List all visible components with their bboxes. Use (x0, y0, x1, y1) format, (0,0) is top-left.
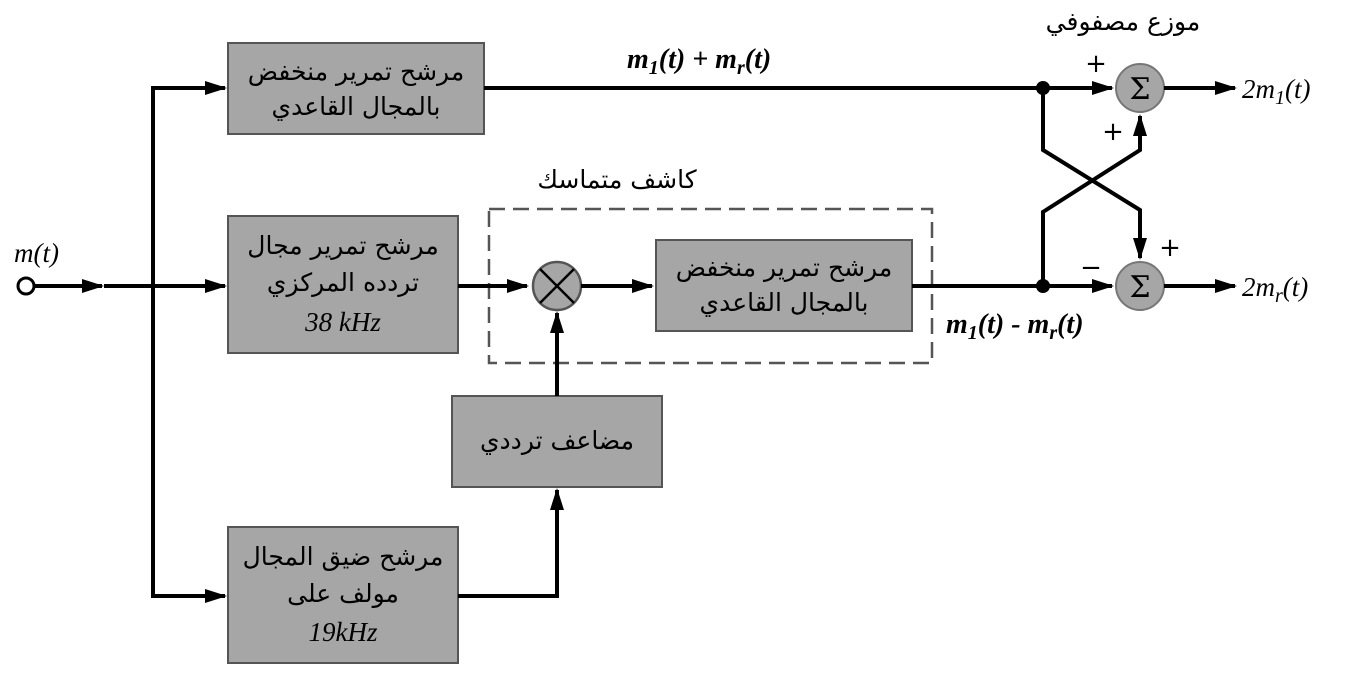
summer-bottom: Σ (1115, 261, 1165, 311)
diff-signal-label: m1(t) - mr(t) (946, 309, 1084, 344)
doubler-block: مضاعف ترددي (451, 395, 663, 488)
narrow-line3: 19kHz (309, 617, 378, 647)
lpf-top-line1: مرشح تمرير منخفض (248, 57, 464, 87)
multiplier-icon (531, 260, 583, 312)
coherent-detector-label: كاشف متماسك (537, 165, 696, 194)
sign-bottom-plus: + (1159, 233, 1181, 263)
bpf-line1: مرشح تمرير مجال (247, 231, 438, 261)
lpf-mid-block: مرشح تمرير منخفض بالمجال القاعدي (655, 239, 913, 332)
sum-signal-label: m1(t) + mr(t) (627, 44, 771, 79)
sign-top-plus2: + (1102, 117, 1124, 147)
lpf-mid-line1: مرشح تمرير منخفض (676, 253, 892, 283)
sign-top-plus: + (1085, 49, 1107, 79)
doubler-label: مضاعف ترددي (480, 426, 634, 455)
sigma-icon: Σ (1129, 72, 1150, 107)
summer-top: Σ (1115, 63, 1165, 113)
wire-cross-up (1041, 114, 1147, 286)
lpf-top-line2: بالمجال القاعدي (272, 92, 441, 121)
narrow-line2: مولف على (287, 579, 399, 608)
output-right-label: 2mr(t) (1242, 272, 1308, 307)
bpf-line2: تردده المركزي (267, 268, 419, 297)
wire-narrow-to-doubler (458, 488, 564, 598)
sigma-icon: Σ (1129, 270, 1150, 305)
input-terminal (16, 276, 36, 296)
input-label: m(t) (14, 238, 59, 268)
sign-bottom-minus: − (1080, 253, 1102, 283)
matrix-label: موزع مصفوفي (1046, 7, 1201, 36)
narrow-19-block: مرشح ضيق المجال مولف على 19kHz (227, 526, 459, 664)
lpf-top-block: مرشح تمرير منخفض بالمجال القاعدي (227, 42, 485, 135)
narrow-line1: مرشح ضيق المجال (243, 542, 444, 572)
bpf-38-block: مرشح تمرير مجال تردده المركزي 38 kHz (227, 215, 459, 354)
output-left-label: 2m1(t) (1242, 74, 1310, 109)
lpf-mid-line2: بالمجال القاعدي (700, 288, 869, 317)
bpf-line3: 38 kHz (304, 307, 381, 337)
wire-cross-down (1041, 88, 1147, 260)
